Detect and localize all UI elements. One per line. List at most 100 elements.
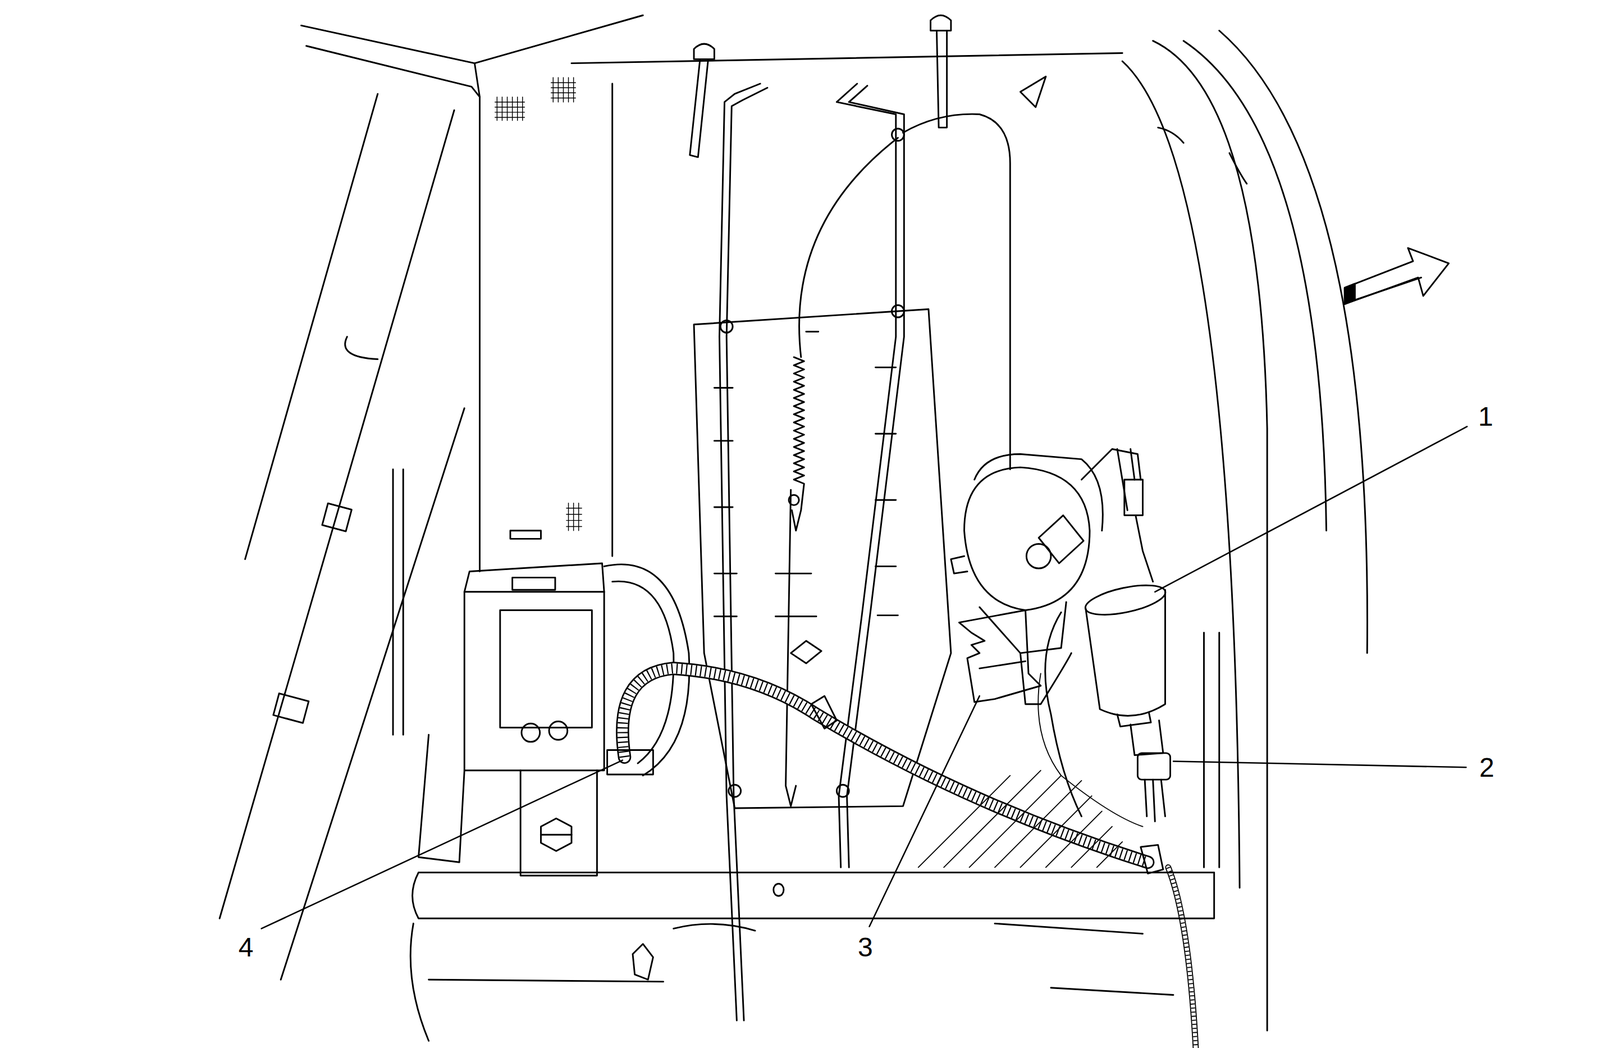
line-art <box>1144 779 1165 821</box>
line-art <box>1085 589 1166 716</box>
seat-belt-webbing <box>479 77 612 571</box>
mounting-studs <box>689 15 952 158</box>
line-art <box>1038 515 1084 564</box>
line-art <box>219 110 455 918</box>
door-bottom-rail <box>410 871 1214 1041</box>
line-art <box>261 760 623 929</box>
electrical-connector <box>1130 720 1171 822</box>
line-art <box>512 577 556 590</box>
line-art <box>566 503 582 531</box>
line-art <box>788 494 799 505</box>
direction-arrow <box>1344 248 1449 305</box>
line-art <box>1045 611 1082 816</box>
line-art <box>689 58 709 157</box>
line-art <box>1173 760 1466 767</box>
line-art <box>510 530 542 539</box>
line-art <box>903 113 1011 470</box>
leader-lines <box>261 426 1468 928</box>
line-art <box>479 83 612 571</box>
line-art <box>719 83 761 1021</box>
line-art <box>1219 30 1368 653</box>
callout-number: 2 <box>1477 752 1497 783</box>
line-art <box>540 833 572 836</box>
line-art <box>607 749 654 775</box>
module-bracket <box>958 610 1041 703</box>
line-art <box>811 695 837 729</box>
line-art <box>1168 866 1196 1048</box>
line-art <box>520 770 597 876</box>
line-art <box>785 489 797 806</box>
line-art <box>495 97 525 121</box>
line-art <box>551 77 576 103</box>
line-art <box>521 723 541 742</box>
line-art <box>322 503 352 532</box>
callout-number: 1 <box>1475 401 1496 432</box>
line-art <box>418 734 465 862</box>
line-art <box>1158 127 1184 143</box>
line-art <box>1168 866 1196 1048</box>
regulator-motor <box>951 448 1154 816</box>
line-art <box>1183 40 1327 531</box>
line-art <box>306 46 480 98</box>
line-art <box>412 871 1215 918</box>
line-art <box>392 469 404 735</box>
line-art <box>410 922 664 1041</box>
seat-belt-retractor <box>418 563 689 876</box>
line-art <box>622 668 1149 862</box>
line-art <box>1140 844 1164 873</box>
line-art <box>1020 76 1046 108</box>
line-art <box>791 640 822 664</box>
line-art <box>301 15 644 63</box>
line-art <box>964 467 1090 610</box>
line-art <box>622 668 1149 862</box>
wiring-harness <box>607 668 1196 1048</box>
line-art <box>799 137 899 358</box>
line-art <box>930 15 952 31</box>
line-art <box>540 817 572 851</box>
line-art <box>1137 752 1170 780</box>
line-art <box>918 770 1123 868</box>
line-art <box>1082 579 1168 621</box>
line-art <box>500 610 593 728</box>
line-art <box>1344 248 1449 305</box>
callout-number: 4 <box>236 932 256 962</box>
line-art <box>1026 543 1051 569</box>
window-regulator-panel <box>693 309 952 808</box>
line-art <box>875 367 898 616</box>
callout-number: 3 <box>855 932 876 962</box>
line-art <box>773 883 784 896</box>
line-art <box>714 387 737 616</box>
line-art <box>345 336 378 360</box>
line-art <box>245 93 378 560</box>
body-outline <box>219 15 1368 1031</box>
line-art <box>273 693 309 724</box>
line-art <box>1344 283 1355 304</box>
line-art <box>936 30 947 128</box>
line-art <box>1154 426 1467 592</box>
line-art <box>1168 866 1196 1048</box>
line-art <box>495 77 582 531</box>
line-art <box>1354 277 1421 300</box>
line-art <box>1038 673 1143 827</box>
line-art <box>979 660 1026 669</box>
line-art <box>1117 711 1151 726</box>
line-art <box>726 87 768 1021</box>
line-art <box>1124 479 1144 516</box>
line-art <box>775 331 818 617</box>
line-art <box>892 128 905 141</box>
actuator-cylinder <box>1082 579 1168 727</box>
line-art <box>693 309 952 808</box>
line-art <box>1229 153 1247 185</box>
line-art <box>1135 515 1154 582</box>
line-art <box>280 408 465 980</box>
line-art <box>549 721 568 740</box>
hatched-surface <box>918 673 1144 867</box>
line-art <box>622 668 1149 862</box>
line-art <box>464 591 605 771</box>
line-art <box>1153 40 1268 1031</box>
line-art <box>951 555 968 574</box>
line-art <box>836 784 849 797</box>
line-art <box>693 43 715 59</box>
